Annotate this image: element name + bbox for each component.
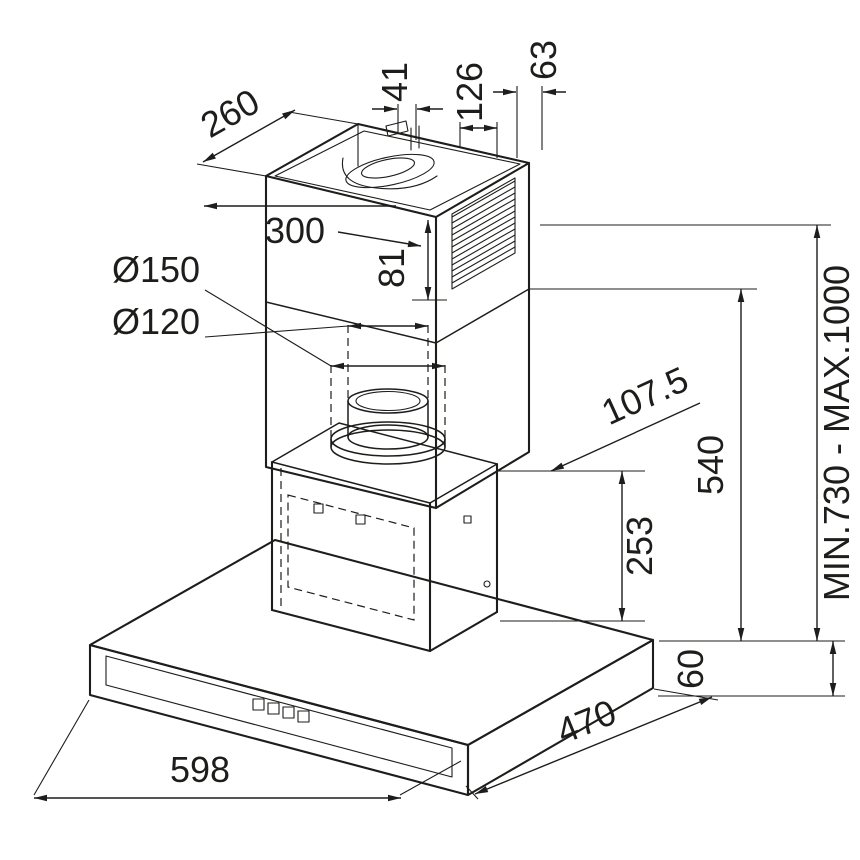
leader-arrow: [550, 402, 701, 472]
dim-body-height: 253: [497, 470, 660, 622]
control-button-2: [267, 702, 280, 715]
dimension-annotations: 260 300 41 126 63: [33, 40, 857, 802]
chimney-duct: [264, 122, 531, 510]
canopy-front-face: [88, 643, 470, 797]
vent-slats: [451, 180, 516, 284]
dim-wall-clearance: 63: [493, 40, 566, 158]
filter-latch-right: [355, 514, 366, 525]
extension-lines: [196, 111, 359, 177]
dim-label-canopy-width: 598: [170, 749, 230, 790]
dim-chimney-depth: 260: [194, 80, 359, 177]
housing-vertical-edges: [270, 460, 499, 653]
dim-label-flange-diameter: Ø150: [112, 249, 200, 290]
dim-label-chimney-depth: 260: [194, 80, 266, 145]
housing-side-hole: [483, 580, 491, 588]
vent-border: [451, 177, 516, 290]
blower-scroll-curve: [341, 157, 438, 190]
motor-housing: [270, 422, 499, 653]
dim-outlet-offset: 126: [449, 62, 498, 158]
dim-duct-diameter: Ø120: [112, 301, 429, 398]
housing-side-plate: [463, 515, 472, 524]
canopy-right-face: [466, 638, 655, 797]
dim-flue-stub-height: 81: [371, 220, 447, 301]
dim-canopy-depth: 470: [465, 688, 719, 800]
filter-panel-hidden: [287, 494, 415, 621]
control-button-3: [282, 706, 295, 719]
dim-label-body-height: 253: [619, 516, 660, 576]
dimension-line: [474, 696, 713, 795]
dim-label-canopy-thickness: 60: [670, 649, 711, 689]
blower-unit: [341, 120, 438, 190]
dim-chimney-height: 540: [529, 288, 757, 641]
hood-illustration: [88, 120, 655, 797]
dim-label-wall-clearance: 63: [523, 40, 564, 80]
leader-line: [204, 289, 332, 367]
filter-latch-left: [313, 503, 324, 514]
canopy-front-panel: [105, 655, 453, 778]
dim-chimney-width: 300: [204, 202, 422, 251]
control-button-4: [297, 710, 310, 723]
extension-lines: [33, 699, 462, 796]
dim-label-canopy-depth: 470: [551, 691, 622, 752]
dim-label-duct-diameter: Ø120: [112, 301, 200, 342]
dim-label-outlet-offset: 126: [449, 62, 490, 122]
dim-label-chimney-height: 540: [690, 435, 731, 495]
control-buttons: [252, 698, 310, 723]
vent-grille: [451, 177, 516, 290]
dim-label-cable-bracket: 41: [374, 62, 415, 102]
cable-bracket: [385, 120, 409, 137]
leader-line: [204, 325, 349, 338]
duct-top: [347, 388, 429, 414]
dim-mounting-height-range: MIN.730 - MAX.1000: [540, 224, 857, 641]
dimension-line-right: [337, 231, 422, 248]
exhaust-collar: [330, 388, 446, 465]
dim-outlet-to-back: 107.5: [550, 358, 701, 472]
duct-opening: [355, 390, 421, 412]
chimney-telescopic-seam: [265, 288, 530, 344]
chimney-inner-rim: [274, 130, 521, 211]
dim-label-mounting-height-range: MIN.730 - MAX.1000: [816, 265, 857, 601]
dim-label-chimney-width: 300: [265, 210, 325, 251]
dimension-line: [202, 109, 296, 163]
dim-flange-diameter: Ø150: [112, 249, 446, 438]
extension-lines: [516, 86, 543, 158]
control-button-1: [252, 698, 265, 711]
dim-canopy-width: 598: [33, 699, 462, 802]
dim-label-outlet-to-back: 107.5: [595, 358, 694, 433]
dim-label-flue-stub-height: 81: [371, 248, 412, 288]
extension-lines: [330, 360, 446, 438]
extension-lines: [397, 104, 417, 140]
duct-sides: [347, 400, 429, 438]
housing-bottom-edges: [270, 608, 499, 653]
blower-scroll-outer: [345, 153, 435, 189]
chimney-right-face: [434, 161, 531, 510]
blower-scroll-inner: [360, 157, 416, 179]
extension-lines: [347, 320, 429, 398]
flange-sides: [330, 438, 446, 448]
cable-pipe: [410, 125, 420, 151]
dim-canopy-thickness: 60: [658, 641, 845, 697]
canopy-body: [88, 538, 655, 797]
dim-cable-bracket: 41: [372, 62, 443, 140]
